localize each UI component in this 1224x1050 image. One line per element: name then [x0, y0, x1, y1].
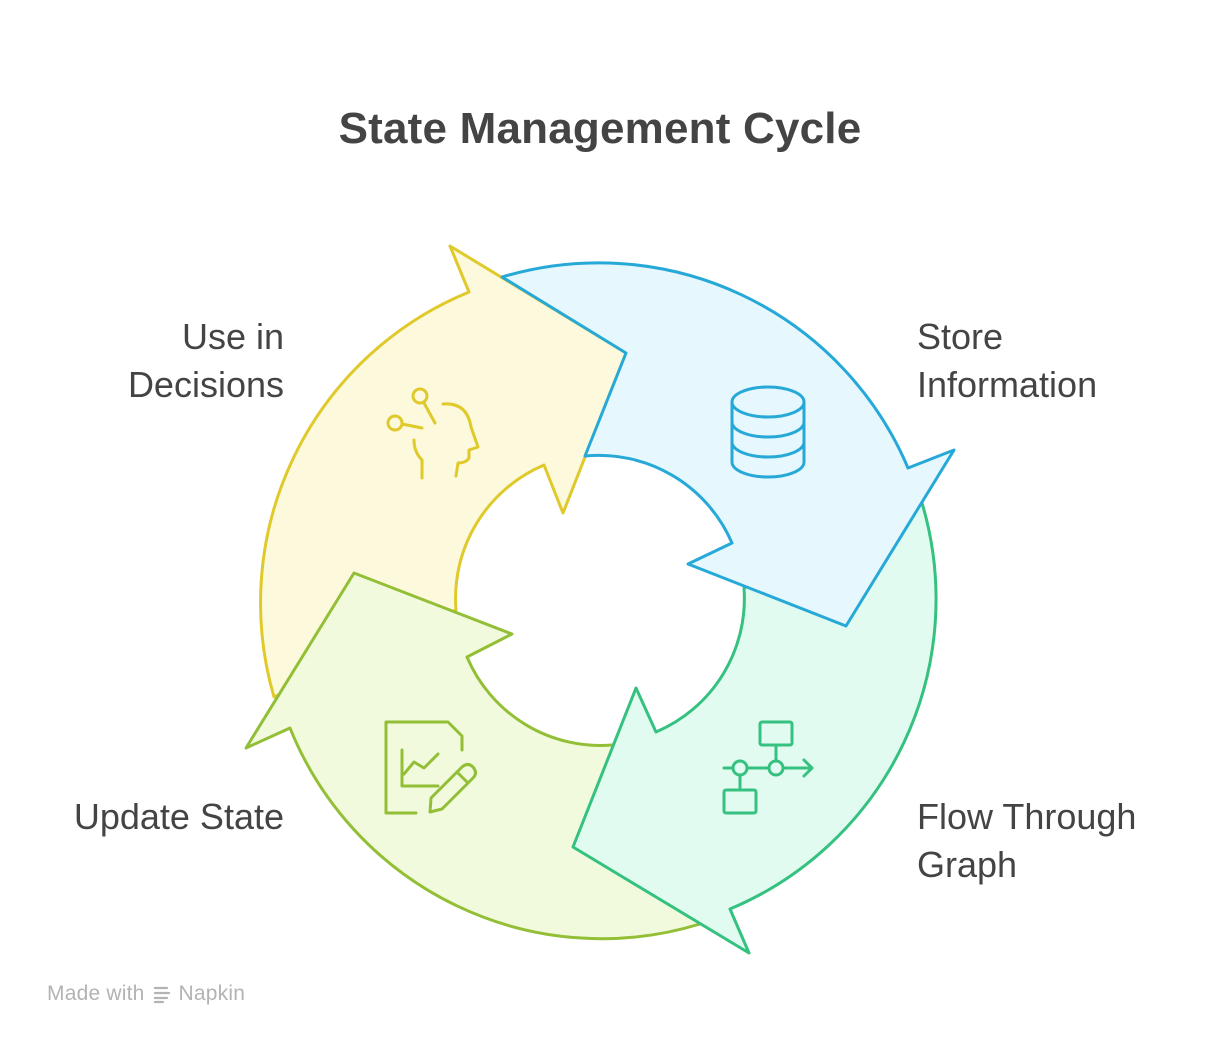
napkin-brand-text: Napkin — [178, 982, 246, 1005]
label-flow-through-graph-line2: Graph — [917, 844, 1018, 885]
label-use-in-decisions-line1: Use in — [181, 316, 284, 357]
label-use-in-decisions-line2: Decisions — [127, 364, 284, 405]
made-with-text: Made with — [47, 982, 145, 1005]
label-store-information-line2: Information — [917, 364, 1098, 405]
label-update-state: Update State — [20, 793, 284, 841]
head-idea-icon — [386, 387, 480, 480]
flow-graph-icon — [722, 720, 814, 815]
napkin-logo-icon — [153, 986, 170, 1004]
edit-chart-icon — [384, 720, 477, 815]
database-icon — [730, 385, 806, 479]
label-store-information-line1: Store — [917, 316, 1004, 357]
segment-store-information — [500, 261, 956, 628]
made-with-napkin[interactable]: Made with Napkin — [47, 982, 245, 1006]
label-flow-through-graph-line1: Flow Through — [917, 796, 1137, 837]
label-flow-through-graph: Flow Through Graph — [917, 793, 1217, 889]
label-use-in-decisions: Use in Decisions — [40, 313, 284, 409]
label-store-information: Store Information — [917, 313, 1217, 409]
label-update-state-line1: Update State — [73, 796, 284, 837]
diagram-title: State Management Cycle — [338, 104, 862, 153]
